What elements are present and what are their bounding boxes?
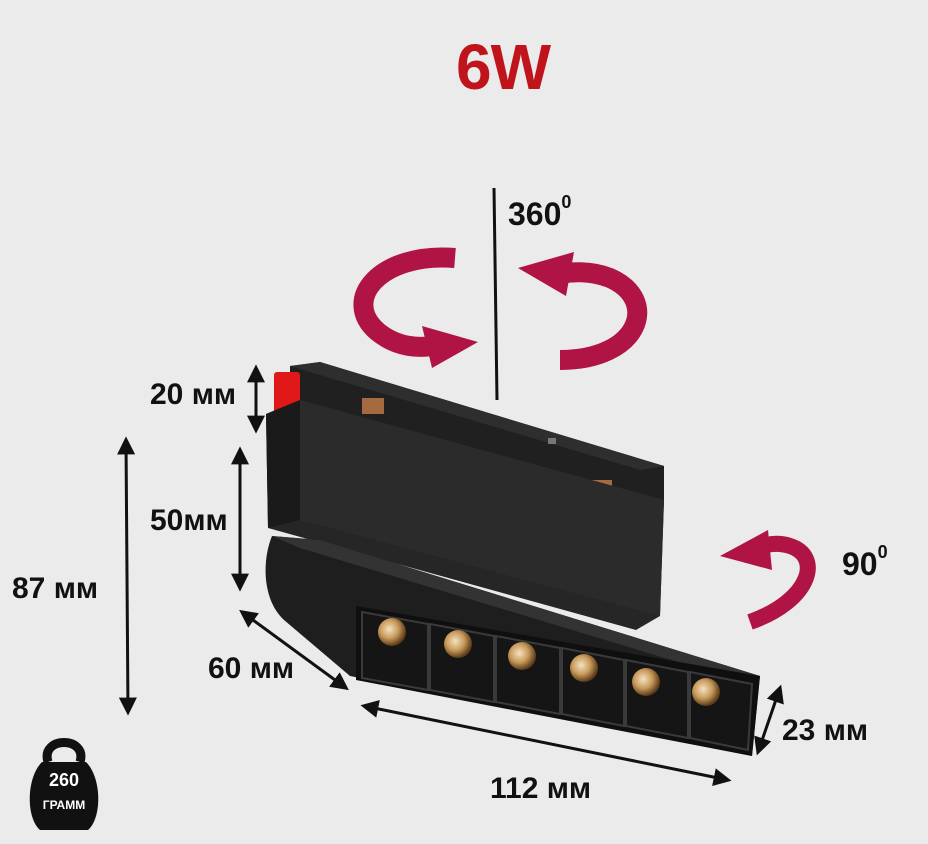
dim-label-87mm: 87 мм bbox=[12, 572, 99, 605]
led-5 bbox=[632, 668, 660, 696]
led-3 bbox=[508, 642, 536, 670]
dim-label-20mm: 20 мм bbox=[150, 378, 237, 411]
dim-label-23mm: 23 мм bbox=[782, 714, 869, 747]
track-light-fixture bbox=[265, 362, 760, 756]
dim-label-50mm: 50мм bbox=[150, 504, 228, 537]
rotation-90-label: 900 bbox=[842, 542, 888, 583]
rotate-right-arrow-icon bbox=[518, 252, 648, 370]
rotation-360-value: 360 bbox=[508, 196, 562, 232]
rotation-90-value: 90 bbox=[842, 546, 878, 582]
dim-arrow-60mm bbox=[239, 609, 349, 691]
led-1 bbox=[378, 618, 406, 646]
led-4 bbox=[570, 654, 598, 682]
weight-badge: 260 ГРАММ bbox=[28, 732, 100, 832]
rotation-axis-line bbox=[492, 187, 499, 401]
weight-value: 260 bbox=[48, 770, 80, 790]
kettlebell-icon bbox=[29, 738, 99, 830]
dim-arrow-87mm bbox=[117, 436, 137, 716]
rotation-360-sup: 0 bbox=[561, 192, 572, 212]
tilt-arrow-icon bbox=[720, 530, 816, 630]
led-2 bbox=[444, 630, 472, 658]
led-6 bbox=[692, 678, 720, 706]
power-title: 6W bbox=[456, 31, 551, 103]
rotation-360-label: 3600 bbox=[508, 192, 571, 233]
dim-label-60mm: 60 мм bbox=[208, 652, 295, 685]
rotate-left-arrow-icon bbox=[353, 247, 478, 368]
weight-unit: ГРАММ bbox=[42, 798, 86, 812]
dim-label-112mm: 112 мм bbox=[490, 772, 592, 805]
dim-arrow-112mm bbox=[360, 700, 732, 786]
dim-arrow-23mm bbox=[754, 684, 784, 756]
rotation-90-sup: 0 bbox=[877, 542, 888, 562]
